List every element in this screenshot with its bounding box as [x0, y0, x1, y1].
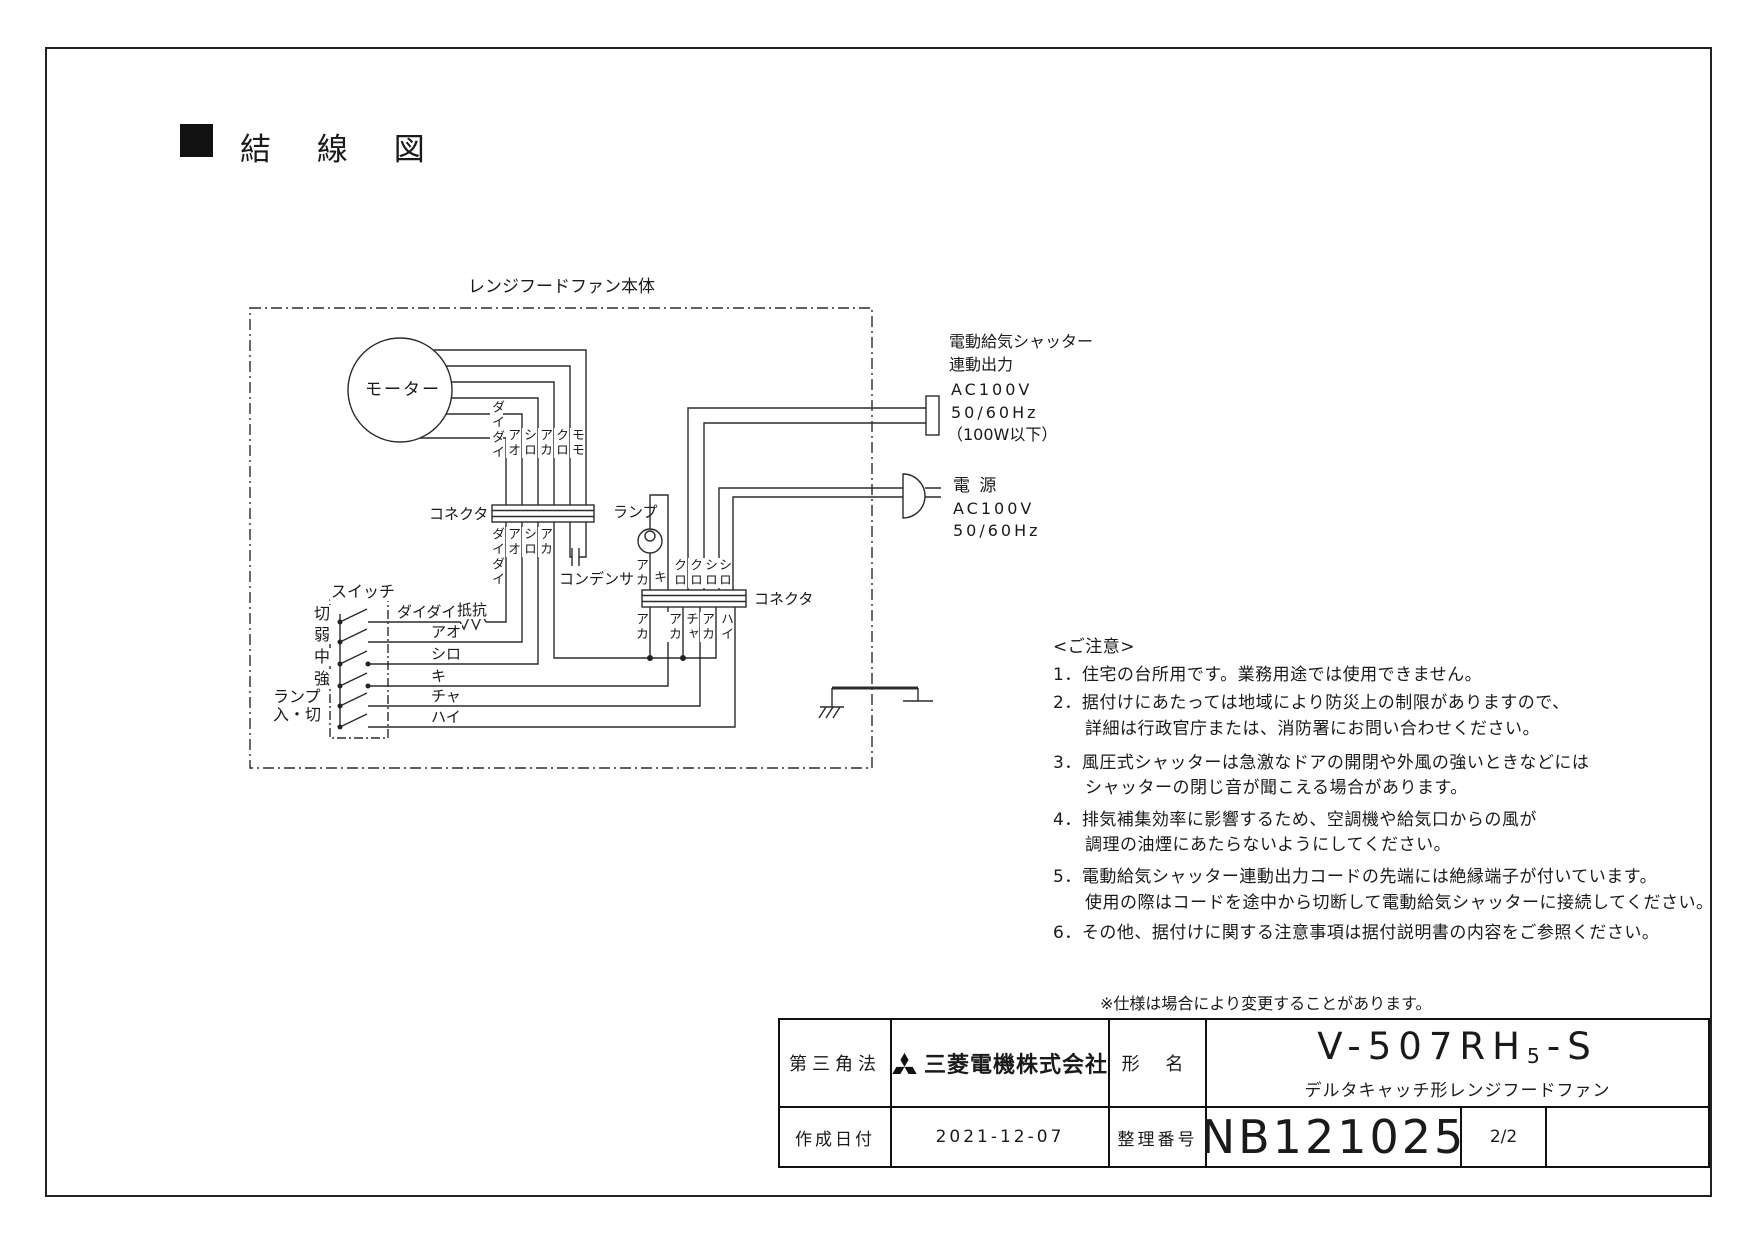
enclosure-label: レンジフードファン本体	[467, 277, 656, 298]
switch-pos-label: 中	[313, 647, 332, 667]
note-item-cont: シャッターの閉じ音が聞こえる場合があります。	[1085, 778, 1468, 798]
wire-label: ダイダイ	[396, 603, 458, 622]
wire-label: キ	[651, 570, 666, 585]
wire-label: ダイダイ	[489, 527, 504, 587]
shutter-output-line: （100W以下）	[947, 425, 1058, 444]
projection-method: 第三角法	[789, 1054, 881, 1075]
wire-label: ハイ	[430, 708, 462, 727]
mitsubishi-logo-icon	[892, 1052, 917, 1074]
shutter-output-line: 50/60Hz	[951, 403, 1039, 422]
note-item: 1．住宅の台所用です。業務用途では使用できません。	[1053, 665, 1483, 685]
date-label: 作成日付	[795, 1129, 875, 1150]
spec-disclaimer: ※仕様は場合により変更することがあります。	[1100, 994, 1432, 1013]
power-line: 電 源	[953, 476, 999, 496]
switch-pos-label: ランプ	[272, 687, 322, 707]
enclosure-boundary	[249, 307, 873, 769]
wire-label: シロ	[702, 558, 717, 588]
product-name: デルタキャッチ形レンジフードファン	[1304, 1081, 1611, 1102]
drawing-frame	[45, 47, 1712, 1197]
page-title: 結 線 図	[240, 132, 443, 168]
connector1-label: コネクタ	[428, 505, 490, 524]
switch-pos-label: 弱	[313, 625, 332, 645]
lamp-filament	[644, 530, 656, 542]
model-number: V-507RH5-S	[1317, 1024, 1598, 1069]
wire-label: クロ	[687, 558, 702, 588]
wire-label: ダイダイ	[489, 400, 504, 460]
motor-label: モーター	[365, 380, 441, 400]
connector1-bar	[491, 504, 595, 523]
power-plug	[902, 473, 926, 519]
junction-dot	[647, 655, 653, 661]
registration-number: NB121025	[1200, 1110, 1467, 1164]
wire-label: アカ	[537, 428, 552, 458]
lamp-label: ランプ	[613, 503, 658, 521]
wire-label: クロ	[671, 558, 686, 588]
switch-pos-label: 入・切	[272, 705, 323, 725]
shutter-output-line: AC100V	[951, 380, 1033, 399]
connector2-bar	[641, 589, 747, 608]
note-item-cont: 詳細は行政官庁または、消防署にお問い合わせください。	[1085, 719, 1540, 739]
wire-label: モモ	[569, 428, 584, 458]
switch-pos-label: 切	[313, 604, 332, 624]
notes-heading: <ご注意>	[1053, 637, 1135, 657]
connector2-label: コネクタ	[753, 590, 815, 609]
wire-label: チャ	[683, 612, 698, 642]
title-block: 第三角法 三菱電機株式会社 形 名 V-507RH5-S デルタキャッチ形レンジ…	[778, 1018, 1710, 1168]
company-name: 三菱電機株式会社	[923, 1053, 1108, 1078]
wire-label: クロ	[553, 428, 568, 458]
model-label: 形 名	[1121, 1054, 1194, 1075]
note-item: 6．その他、据付けに関する注意事項は据付説明書の内容をご参照ください。	[1053, 923, 1660, 943]
power-line: AC100V	[953, 499, 1035, 518]
wire-label: シロ	[521, 527, 536, 557]
wire-label: シロ	[430, 645, 463, 664]
wire-label: アカ	[537, 527, 552, 557]
wire-label: アオ	[505, 527, 520, 557]
switch-label: スイッチ	[330, 582, 397, 602]
insulated-terminal	[925, 395, 940, 436]
wire-label: チャ	[430, 687, 462, 706]
note-item: 4．排気補集効率に影響するため、空調機や給気口からの風が	[1053, 810, 1537, 830]
wire-label: シロ	[521, 428, 536, 458]
wire-label: アオ	[430, 623, 463, 642]
switch-pos-label: 強	[313, 669, 332, 689]
resistor-label: 抵抗	[456, 601, 489, 620]
wire-label: アオ	[505, 428, 520, 458]
page-number: 2/2	[1489, 1127, 1518, 1147]
note-item-cont: 調理の油煙にあたらないようにしてください。	[1085, 835, 1452, 855]
junction-dot	[680, 655, 686, 661]
wire-label: シロ	[716, 558, 731, 588]
regno-label: 整理番号	[1117, 1129, 1198, 1150]
note-item: 5．電動給気シャッター連動出力コードの先端には絶縁端子が付いています。	[1053, 867, 1658, 887]
shutter-output-line: 連動出力	[949, 355, 1014, 374]
motor-circle	[347, 337, 453, 443]
wire-label: キ	[430, 667, 448, 686]
shutter-output-line: 電動給気シャッター	[949, 332, 1094, 351]
wire-label: アカ	[699, 612, 714, 642]
empty-cell	[1547, 1106, 1708, 1166]
wire-label: ハイ	[718, 612, 733, 642]
creation-date: 2021-12-07	[935, 1127, 1065, 1147]
wire-label: アカ	[633, 612, 648, 642]
wire-label: アカ	[633, 558, 648, 588]
wire-label: アカ	[666, 612, 681, 642]
note-item: 2．据付けにあたっては地域により防災上の制限がありますので、	[1053, 693, 1570, 713]
title-square-marker	[180, 124, 213, 157]
power-line: 50/60Hz	[953, 521, 1041, 540]
note-item: 3．風圧式シャッターは急激なドアの開閉や外風の強いときなどには	[1053, 753, 1590, 773]
note-item-cont: 使用の際はコードを途中から切断して電動給気シャッターに接続してください。	[1085, 893, 1714, 913]
condenser-label: コンデンサ	[558, 570, 636, 589]
plug-prongs	[925, 487, 941, 498]
